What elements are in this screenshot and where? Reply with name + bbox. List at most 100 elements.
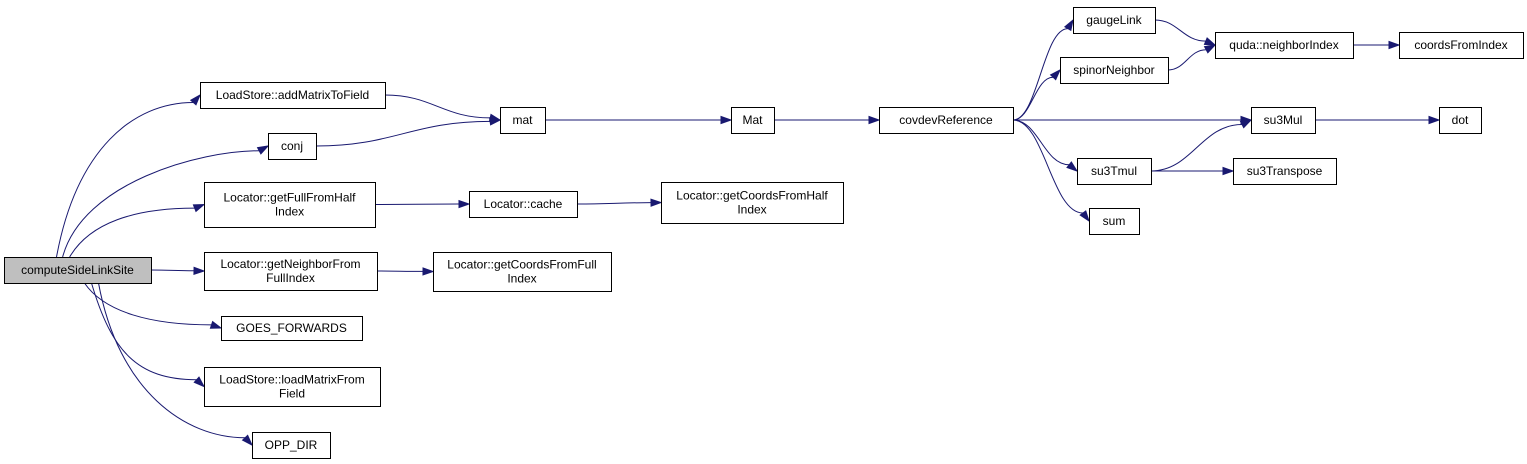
- node-conj[interactable]: conj: [268, 133, 317, 160]
- node-box: [1439, 107, 1482, 134]
- edge-computeSideLinkSite-to-addMatrixToField: [56, 101, 194, 258]
- arrowhead: [1239, 119, 1253, 129]
- node-box: [731, 107, 775, 134]
- node-Mat[interactable]: Mat: [731, 107, 775, 134]
- node-box: [204, 367, 381, 407]
- edge-covdevReference-to-su3Tmul: [1012, 119, 1070, 166]
- node-box: [879, 107, 1014, 134]
- node-cache[interactable]: Locator::cache: [469, 191, 578, 218]
- arrowhead: [1066, 161, 1079, 172]
- node-label: OPP_DIR: [265, 438, 318, 452]
- node-label: su3Tmul: [1091, 164, 1137, 178]
- node-computeSideLinkSite[interactable]: computeSideLinkSite: [4, 257, 152, 284]
- node-box: [1060, 57, 1169, 84]
- node-label: dot: [1452, 113, 1469, 127]
- arrowhead: [1203, 37, 1217, 46]
- node-label: su3Transpose: [1247, 164, 1323, 178]
- node-OPP_DIR[interactable]: OPP_DIR: [252, 432, 331, 459]
- node-covdevReference[interactable]: covdevReference: [879, 107, 1014, 134]
- node-label: Mat: [742, 113, 763, 127]
- edge-computeSideLinkSite-to-getNeighborFromFullIndex: [150, 269, 195, 272]
- node-box: [469, 191, 578, 218]
- edge-su3Tmul-to-su3Mul: [1150, 124, 1243, 172]
- arrowhead: [189, 93, 202, 106]
- node-coordsFromIndex[interactable]: coordsFromIndex: [1399, 32, 1524, 59]
- node-label: su3Mul: [1264, 113, 1303, 127]
- node-box: [252, 432, 331, 459]
- node-label: Locator::getCoordsFromHalf: [676, 189, 828, 203]
- arrowhead: [650, 198, 663, 207]
- node-label: Locator::getCoordsFromFull: [447, 258, 596, 272]
- node-box: [433, 252, 612, 292]
- arrowhead: [193, 376, 206, 388]
- node-label: gaugeLink: [1086, 13, 1142, 27]
- node-box: [221, 316, 363, 341]
- node-sum[interactable]: sum: [1089, 208, 1140, 235]
- arrowhead: [1428, 115, 1441, 125]
- arrowhead: [192, 203, 206, 213]
- node-spinorNeighbor[interactable]: spinorNeighbor: [1060, 57, 1169, 84]
- node-label: sum: [1103, 214, 1126, 228]
- edges-layer: [56, 18, 1441, 447]
- nodes-layer: computeSideLinkSite LoadStore::addMatrixT…: [4, 7, 1524, 459]
- arrowhead: [1049, 68, 1062, 81]
- arrowhead: [1063, 18, 1074, 32]
- node-neighborIndex[interactable]: quda::neighborIndex: [1215, 32, 1354, 59]
- node-GOES_FORWARDS[interactable]: GOES_FORWARDS: [221, 316, 363, 341]
- node-box: [4, 257, 152, 284]
- node-gaugeLink[interactable]: gaugeLink: [1073, 7, 1156, 34]
- node-box: [1251, 107, 1316, 134]
- node-label: mat: [512, 113, 533, 127]
- node-label: GOES_FORWARDS: [236, 321, 347, 335]
- node-su3Mul[interactable]: su3Mul: [1251, 107, 1316, 134]
- node-label: LoadStore::loadMatrixFrom: [219, 373, 364, 387]
- arrowhead: [1222, 166, 1235, 176]
- arrowhead: [720, 115, 733, 125]
- edge-covdevReference-to-gaugeLink: [1012, 28, 1068, 121]
- arrowhead: [1079, 210, 1090, 223]
- node-label: Locator::cache: [484, 197, 563, 211]
- arrowhead: [1388, 40, 1401, 50]
- node-label: quda::neighborIndex: [1229, 38, 1338, 52]
- node-su3Transpose[interactable]: su3Transpose: [1233, 158, 1337, 185]
- node-label: spinorNeighbor: [1073, 63, 1154, 77]
- edge-computeSideLinkSite-to-loadMatrixFromField: [91, 282, 197, 381]
- node-box: [204, 182, 376, 228]
- node-label: conj: [281, 139, 303, 153]
- arrowhead: [1203, 44, 1217, 54]
- node-box: [500, 107, 546, 134]
- node-label: computeSideLinkSite: [21, 263, 134, 277]
- node-su3Tmul[interactable]: su3Tmul: [1077, 158, 1152, 185]
- node-label: LoadStore::addMatrixToField: [216, 88, 369, 102]
- edge-covdevReference-to-sum: [1012, 119, 1084, 214]
- arrowhead: [193, 266, 206, 276]
- arrowhead: [868, 115, 881, 125]
- edge-spinorNeighbor-to-neighborIndex: [1167, 49, 1207, 71]
- node-label: Locator::getNeighborFrom: [220, 257, 360, 271]
- node-box: [1089, 208, 1140, 235]
- arrowhead: [209, 320, 223, 329]
- arrowhead: [489, 117, 502, 126]
- node-label: covdevReference: [899, 113, 993, 127]
- edge-computeSideLinkSite-to-GOES_FORWARDS: [84, 282, 212, 326]
- edge-computeSideLinkSite-to-getFullFromHalfIndex: [69, 207, 195, 258]
- node-mat[interactable]: mat: [500, 107, 546, 134]
- node-box: [1233, 158, 1337, 185]
- node-addMatrixToField[interactable]: LoadStore::addMatrixToField: [200, 82, 386, 109]
- node-dot[interactable]: dot: [1439, 107, 1482, 134]
- node-box: [268, 133, 317, 160]
- edge-addMatrixToField-to-mat: [384, 94, 491, 119]
- node-label: Index: [737, 203, 766, 217]
- arrowhead: [422, 267, 435, 276]
- node-label: Field: [279, 387, 305, 401]
- node-label: Index: [275, 205, 304, 219]
- edge-covdevReference-to-spinorNeighbor: [1012, 76, 1054, 121]
- node-box: [1077, 158, 1152, 185]
- node-box: [1215, 32, 1354, 59]
